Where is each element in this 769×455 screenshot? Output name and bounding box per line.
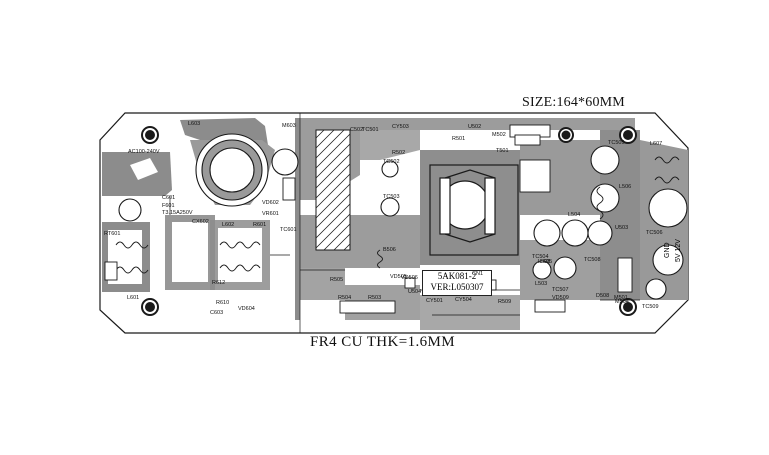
component-ref: R503 xyxy=(368,295,382,301)
component-ref: CY501 xyxy=(426,298,443,304)
component-ref: TC505 xyxy=(608,140,625,146)
component-ref: R504 xyxy=(338,295,352,301)
component-ref: U503 xyxy=(615,225,629,231)
component-ref: R502 xyxy=(392,150,406,156)
component-ref: R601 xyxy=(253,222,267,228)
component-ref: M504 xyxy=(615,299,629,305)
component-ref: VR601 xyxy=(262,211,279,217)
component-ref: TC504 xyxy=(532,254,549,260)
capacitors xyxy=(118,133,688,300)
component-ref: M603 xyxy=(282,123,296,129)
component-ref: TC506 xyxy=(646,230,663,236)
component-ref: F601 xyxy=(162,203,175,209)
component-ref: AC100-240V xyxy=(128,149,160,155)
component-ref: L506 xyxy=(619,184,632,190)
component-ref: C603 xyxy=(210,310,224,316)
component-ref: L503 xyxy=(535,281,548,287)
component-ref: VD602 xyxy=(262,200,279,206)
output-voltage-label: 5V 12V xyxy=(675,239,682,262)
component-ref: L605 xyxy=(540,259,553,265)
component-ref: R501 xyxy=(452,136,466,142)
component-ref: TC601 xyxy=(280,227,297,233)
component-ref: L607 xyxy=(650,141,663,147)
model-version-box: 5AK081-2 VER:L050307 xyxy=(422,270,492,296)
component-ref: R610 xyxy=(216,300,230,306)
component-ref: L602 xyxy=(222,222,235,228)
component-ref: T3.15A250V xyxy=(162,210,193,216)
model-number: 5AK081-2 xyxy=(437,271,477,281)
component-ref: L601 xyxy=(127,295,140,301)
component-ref: U502 xyxy=(468,124,482,130)
component-ref: L508 xyxy=(538,259,551,265)
component-ref: CN1 xyxy=(472,271,484,277)
component-ref: L504 xyxy=(568,212,581,218)
component-ref: RT601 xyxy=(104,231,121,237)
board-material-label: FR4 CU THK=1.6MM xyxy=(310,334,456,350)
component-ref: CY504 xyxy=(455,297,472,303)
pads xyxy=(104,124,633,314)
component-ref: TC507 xyxy=(552,287,569,293)
version-number: VER:L050307 xyxy=(430,282,484,292)
component-ref: M502 xyxy=(492,132,506,138)
component-ref: R505 xyxy=(330,277,344,283)
component-ref: U504 xyxy=(408,289,422,295)
component-ref: R612 xyxy=(212,280,226,286)
component-ref: B506 xyxy=(383,247,396,253)
component-ref: R509 xyxy=(498,299,512,305)
component-ref: C601 xyxy=(162,195,176,201)
component-ref: VD604 xyxy=(238,306,255,312)
gnd-label: GND xyxy=(664,242,671,258)
component-ref: TC503 xyxy=(383,194,400,200)
component-ref: D508 xyxy=(596,293,610,299)
component-ref: VD505 xyxy=(390,274,407,280)
component-ref: T501 xyxy=(496,148,509,154)
component-ref: M501 xyxy=(614,295,628,301)
mounting-holes xyxy=(141,126,637,316)
transformer-t501 xyxy=(429,164,519,256)
component-ref: VD509 xyxy=(552,295,569,301)
heatsink-hatch xyxy=(315,129,351,251)
component-ref: CY503 xyxy=(392,124,409,130)
component-ref: L603 xyxy=(188,121,201,127)
component-ref: TC509 xyxy=(642,304,659,310)
board-size-label: SIZE:164*60MM xyxy=(522,95,625,110)
inductor-coils xyxy=(115,156,680,274)
component-ref: C502 xyxy=(350,127,364,133)
component-ref: TC502 xyxy=(383,159,400,165)
component-ref: CX602 xyxy=(192,219,209,225)
component-ref: VD506 xyxy=(401,275,418,281)
component-ref: TC501 xyxy=(362,127,379,133)
component-ref: TC508 xyxy=(584,257,601,263)
